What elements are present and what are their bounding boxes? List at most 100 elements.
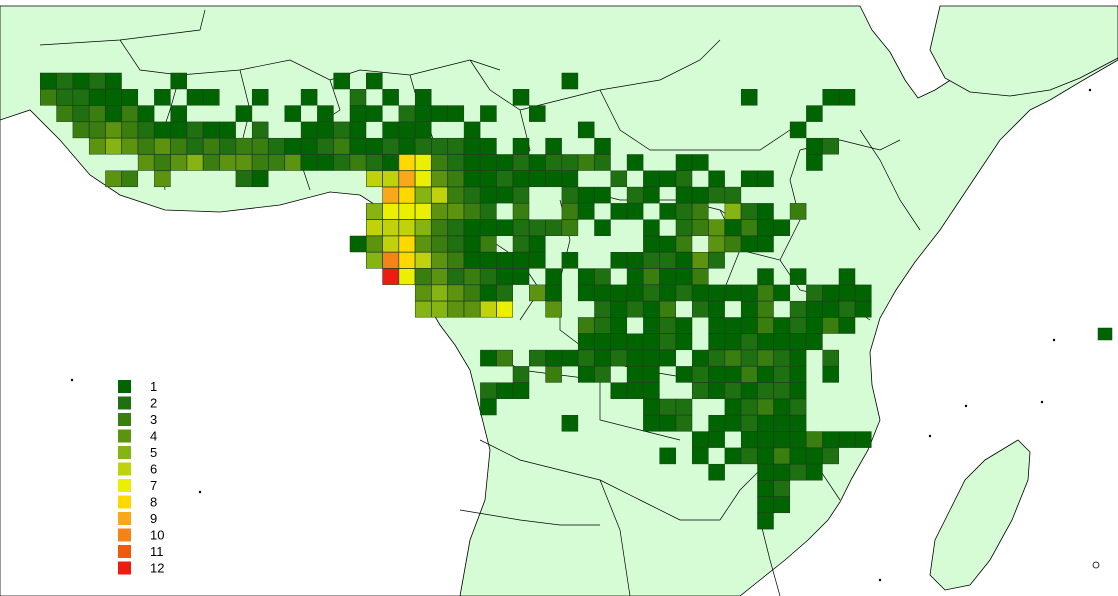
richness-cell	[675, 170, 693, 188]
richness-cell	[366, 203, 383, 220]
richness-cell	[414, 186, 432, 204]
richness-cell	[773, 431, 791, 448]
richness-cell	[105, 72, 122, 90]
richness-cell	[822, 447, 839, 465]
richness-cell	[512, 235, 530, 253]
richness-cell	[251, 121, 269, 139]
richness-cell	[838, 317, 856, 334]
richness-cell	[708, 366, 725, 383]
richness-cell	[512, 89, 530, 106]
legend-label: 12	[150, 561, 164, 576]
richness-cell	[121, 170, 139, 188]
richness-cell	[708, 382, 725, 399]
richness-cell	[170, 121, 187, 139]
richness-cell	[170, 105, 187, 122]
richness-cell	[480, 284, 497, 302]
legend-label: 4	[150, 429, 157, 444]
richness-cell	[855, 300, 872, 318]
richness-cell	[773, 496, 791, 514]
richness-cell	[333, 121, 350, 139]
richness-cell	[317, 121, 334, 139]
richness-cell	[610, 170, 628, 188]
richness-cell	[577, 349, 595, 367]
richness-cell	[545, 366, 562, 383]
richness-cell	[154, 170, 171, 188]
richness-cell	[577, 121, 595, 139]
richness-cell	[366, 154, 383, 171]
richness-cell	[414, 219, 432, 236]
richness-cell	[463, 252, 481, 269]
richness-cell	[561, 186, 579, 204]
richness-cell	[724, 186, 742, 204]
richness-cell	[512, 186, 530, 204]
richness-cell	[626, 284, 644, 302]
richness-cell	[447, 235, 465, 253]
richness-cell	[317, 154, 334, 171]
richness-cell	[496, 186, 513, 204]
richness-cell	[529, 105, 546, 122]
richness-cell	[594, 349, 611, 367]
richness-cell	[789, 203, 807, 220]
richness-cell	[186, 121, 204, 139]
richness-cell	[512, 154, 530, 171]
richness-cell	[708, 463, 725, 481]
richness-cell	[659, 252, 676, 269]
richness-cell	[480, 105, 497, 122]
richness-cell	[88, 105, 106, 122]
richness-cell	[431, 235, 448, 253]
richness-cell	[251, 89, 269, 106]
richness-cell	[186, 154, 204, 171]
legend-swatch	[118, 446, 131, 459]
richness-cell	[626, 203, 644, 220]
richness-cell	[594, 366, 611, 383]
richness-cell	[577, 203, 595, 220]
richness-cell	[610, 252, 628, 269]
richness-cell	[626, 268, 644, 285]
richness-cell	[333, 72, 350, 90]
richness-cell	[480, 382, 497, 399]
richness-cell	[740, 203, 758, 220]
richness-cell	[610, 300, 628, 318]
richness-cell	[512, 382, 530, 399]
richness-cell	[382, 252, 399, 269]
richness-cell	[382, 186, 399, 204]
richness-cell	[789, 415, 807, 432]
richness-cell	[789, 333, 807, 351]
richness-cell	[154, 89, 171, 106]
richness-cell	[529, 252, 546, 269]
legend-label: 9	[150, 511, 157, 526]
richness-cell	[740, 366, 758, 383]
richness-cell	[626, 349, 644, 367]
richness-cell	[72, 105, 90, 122]
richness-cell	[757, 300, 774, 318]
richness-cell	[496, 349, 513, 367]
richness-cell	[724, 366, 742, 383]
richness-cell	[789, 398, 807, 416]
richness-cell	[773, 447, 791, 465]
richness-cell	[675, 366, 693, 383]
richness-cell	[398, 154, 416, 171]
richness-cell	[806, 154, 823, 171]
richness-cell	[398, 268, 416, 285]
richness-cell	[512, 170, 530, 188]
richness-cell	[300, 154, 318, 171]
richness-cell	[251, 154, 269, 171]
richness-cell	[724, 398, 742, 416]
richness-cell	[692, 366, 709, 383]
richness-cell	[463, 170, 481, 188]
richness-cell	[724, 415, 742, 432]
richness-cell	[366, 105, 383, 122]
richness-cell	[724, 333, 742, 351]
richness-cell	[692, 268, 709, 285]
richness-cell	[724, 219, 742, 236]
richness-cell	[838, 284, 856, 302]
richness-cell	[675, 317, 693, 334]
richness-cell	[659, 170, 676, 188]
richness-cell	[692, 252, 709, 269]
richness-cell	[414, 203, 432, 220]
richness-cell	[659, 268, 676, 285]
richness-cell	[40, 72, 57, 90]
richness-cell	[789, 366, 807, 383]
richness-cell	[561, 203, 579, 220]
richness-cell	[740, 300, 758, 318]
